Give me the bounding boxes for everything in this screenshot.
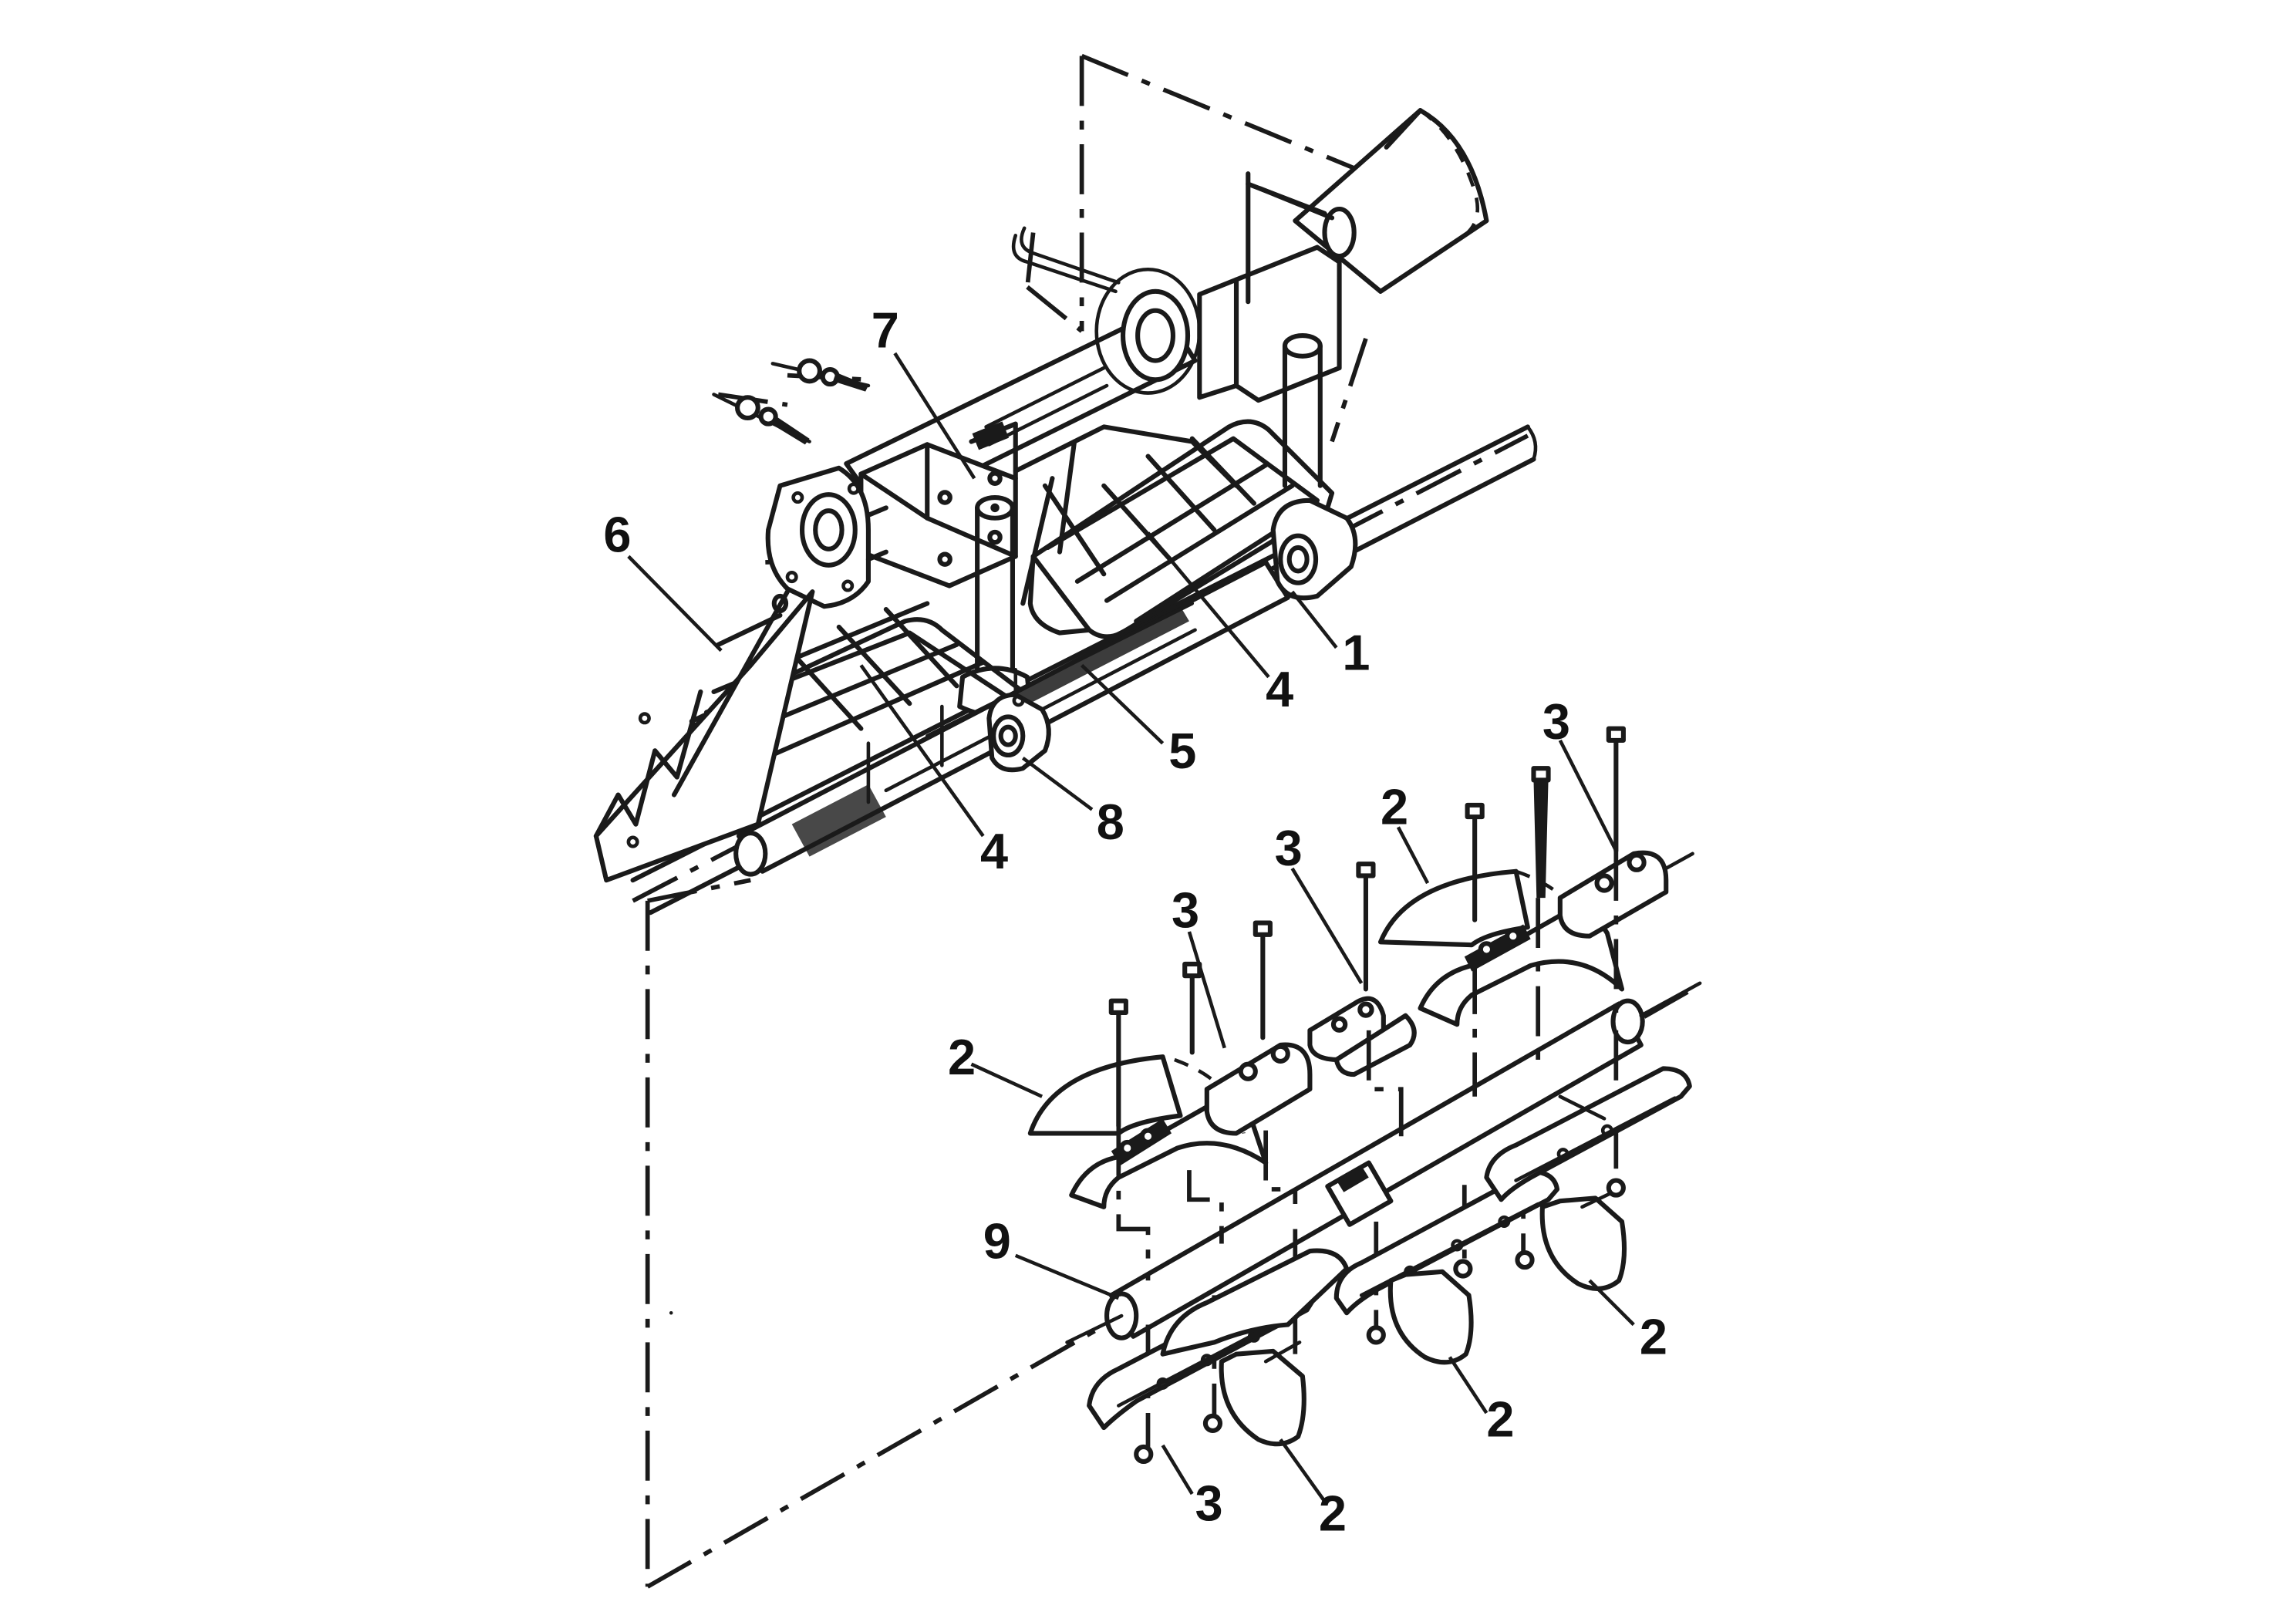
callout-4-right: 4	[1266, 661, 1293, 717]
callout-3-right: 3	[1542, 693, 1570, 750]
callout-2-bottom-middle: 2	[1486, 1391, 1514, 1448]
callout-7: 7	[872, 302, 899, 358]
callout-4-left: 4	[980, 823, 1008, 879]
callout-3-left: 3	[1172, 882, 1199, 938]
nuts	[1134, 1178, 1626, 1465]
callout-2-top: 2	[1381, 779, 1408, 835]
left-flange	[765, 465, 888, 609]
auger-flights-lower	[1087, 1066, 1692, 1447]
callout-labels: 1 4 5 6 7 8 4 9 2 3 3 2 3 3 2 2 2	[603, 302, 1667, 1541]
spout-assembly	[1197, 108, 1489, 488]
callout-3-bottom: 3	[1195, 1475, 1223, 1531]
callout-5: 5	[1168, 723, 1196, 779]
right-bearing	[1270, 497, 1358, 601]
callout-2-bottom-right: 2	[1640, 1309, 1667, 1365]
callout-3-middle: 3	[1275, 820, 1303, 876]
left-bearing	[986, 692, 1051, 773]
callout-6: 6	[603, 507, 631, 563]
callout-2-bottom-left: 2	[1319, 1485, 1347, 1542]
bolts-upper-left	[712, 358, 871, 445]
wire-basket-right	[1027, 419, 1335, 639]
callout-9: 9	[983, 1213, 1011, 1270]
auger-flights-upper	[1027, 850, 1694, 1209]
cotter-pin-upper	[1011, 226, 1121, 294]
leader-lines	[627, 352, 1635, 1502]
auger-shaft	[1065, 981, 1702, 1344]
guard-plate	[593, 589, 815, 883]
callout-1: 1	[1342, 624, 1370, 680]
auger-bolts	[1108, 726, 1626, 1128]
callout-8: 8	[1097, 794, 1124, 850]
callout-2-left: 2	[948, 1029, 976, 1085]
